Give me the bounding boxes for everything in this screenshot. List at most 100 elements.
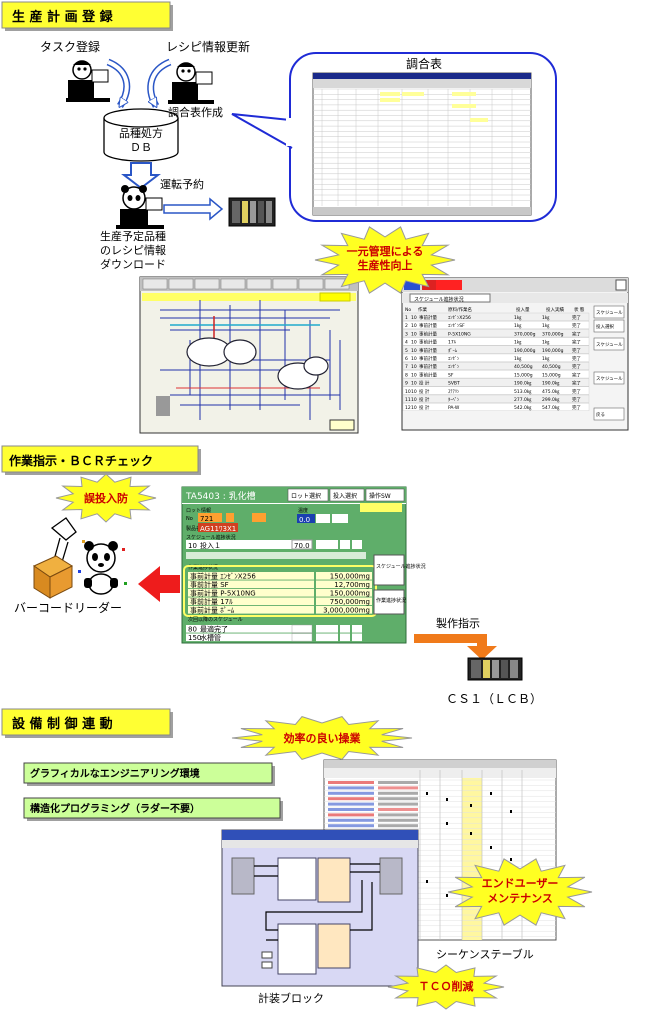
panel-tab[interactable]	[365, 488, 405, 502]
list-cell-no: 6	[405, 356, 408, 362]
section-title-work: 作業指示・ＢＣＲチェック	[9, 453, 153, 468]
panel-lot-info: ロット情報	[186, 507, 211, 514]
list-cell-name: SF	[448, 372, 454, 378]
formulation-table-title: 調合表	[406, 56, 442, 71]
mimic-tab-button[interactable]	[142, 278, 168, 290]
sequence-label-bar	[328, 824, 374, 828]
list-cell-step: 10	[411, 381, 417, 387]
next-row-no: 80	[188, 626, 197, 634]
arrow-db-to-operator	[121, 162, 161, 190]
list-column-header: 投入量	[516, 306, 530, 313]
arrow-panel-to-scanner	[138, 566, 180, 602]
list-cell-name: ﾀｰﾍﾟﾝ	[448, 396, 460, 403]
list-column-header: 作業	[418, 306, 427, 313]
db-label-1: 品種処方	[119, 126, 163, 140]
schedule-progress-button[interactable]	[373, 554, 405, 586]
list-column-header: 状 態	[574, 306, 585, 313]
list-cell-name: ｴﾝｾﾞﾝX256	[448, 314, 471, 321]
work-row-value-cell	[316, 589, 372, 597]
list-cell-step: 10	[411, 364, 417, 370]
list-cell-state: 完了	[572, 404, 581, 411]
cargo-box-icon	[32, 555, 74, 599]
list-cell-name: 17ﾙ	[448, 340, 457, 346]
list-side-button[interactable]	[593, 371, 625, 385]
list-cell-actual: 370,000g	[542, 331, 564, 337]
work-row-value-cell	[316, 572, 372, 580]
next-row-extra-cell	[352, 633, 362, 642]
work-row-value-cell	[316, 597, 372, 606]
list-column-header: 投入実績	[546, 306, 564, 313]
list-cell-state: 完了	[572, 339, 581, 346]
instrument-block-screenshot	[221, 829, 419, 987]
arrow-download-to-controller	[163, 197, 224, 221]
work-row-name: 事前計量 ﾎﾟｰﾑ	[190, 606, 235, 615]
mimic-tab-button[interactable]	[298, 278, 324, 290]
list-side-button[interactable]	[593, 319, 625, 333]
arrow-recipe-to-db	[151, 60, 171, 106]
list-side-button[interactable]	[593, 407, 625, 421]
schedule-progress-button-label: スケジュール進捗状況	[376, 563, 426, 570]
panel-work-status-label: 作業進捗状況	[188, 564, 218, 571]
panel-tab[interactable]	[287, 488, 329, 502]
list-cell-actual: 1㎏	[542, 356, 550, 363]
list-side-button-label: スケジュール	[596, 341, 623, 348]
graphical-env-text: グラフィカルなエンジニアリング環境	[30, 767, 200, 780]
list-column-header: No	[405, 307, 411, 313]
mimic-tab-button[interactable]	[220, 278, 246, 290]
mimic-tab-button[interactable]	[272, 278, 298, 290]
list-cell-no: 1	[405, 315, 408, 321]
mimic-tab-button[interactable]	[168, 278, 194, 290]
sequence-mark	[470, 832, 472, 835]
sequence-mark	[490, 792, 492, 795]
list-cell-plan: 1㎏	[514, 323, 522, 330]
list-cell-name: SVBT	[448, 381, 460, 387]
panel-tab[interactable]	[329, 488, 365, 502]
emulsifier-tank-panel: TA5403 : 乳化槽 ロット選択投入選択操作SW ロット情報 No 721 …	[181, 486, 426, 644]
next-row-extra-cell	[352, 625, 362, 633]
sequence-mark	[490, 846, 492, 849]
list-cell-name: PA-W	[448, 405, 460, 411]
list-cell-no: 7	[405, 364, 408, 370]
list-cell-plan: 1㎏	[514, 315, 522, 322]
starburst-misload-prevention: 誤投入防	[55, 473, 157, 523]
list-cell-state: 完了	[572, 322, 581, 329]
list-cell-plan: 542.0㎏	[514, 405, 532, 412]
list-cell-state: 完了	[572, 314, 581, 321]
mimic-tab-button[interactable]	[194, 278, 220, 290]
list-cell-actual: 40,500g	[542, 364, 561, 370]
sequence-label-bar	[328, 802, 374, 806]
list-cell-state: 完了	[572, 347, 581, 354]
list-side-button[interactable]	[593, 305, 625, 319]
sequence-mark	[426, 880, 428, 883]
panel-schedule-value: 70.0	[294, 542, 310, 550]
spreadsheet-highlight-cell	[380, 92, 400, 96]
sequence-label-bar	[378, 797, 418, 801]
list-cell-actual: 299.0㎏	[542, 397, 560, 404]
label-download-1: 生産予定品種	[100, 229, 166, 243]
list-cell-no: 10	[405, 389, 411, 395]
list-cell-name: ｴﾝｾﾞﾝ	[448, 355, 460, 362]
sequence-label-bar	[328, 818, 374, 822]
list-cell-actual: 547.0㎏	[542, 405, 560, 412]
panda-operator-icon	[116, 185, 164, 229]
list-cell-state: 完了	[572, 380, 581, 387]
panda-mascot-icon	[78, 540, 127, 595]
spreadsheet-screenshot	[312, 72, 532, 216]
work-progress-button[interactable]	[373, 589, 405, 615]
unified-text-2: 生産性向上	[358, 258, 413, 272]
list-cell-plan: 1㎏	[514, 356, 522, 363]
list-cell-actual: 1㎏	[542, 323, 550, 330]
work-progress-button-label: 作業進捗状況	[376, 597, 406, 604]
sequence-label-bar	[328, 813, 374, 817]
sequence-label-bar	[378, 818, 418, 822]
list-cell-state: 完了	[572, 330, 581, 337]
list-side-button[interactable]	[593, 337, 625, 351]
list-cell-step: 10	[411, 331, 417, 337]
controller-device-icon-1	[228, 197, 276, 227]
section-header-production: 生 産 計 画 登 録	[1, 1, 173, 31]
list-cell-no: 4	[405, 340, 408, 346]
list-cell-state: 完了	[572, 396, 581, 403]
mimic-tab-button[interactable]	[246, 278, 272, 290]
list-cell-state: 完了	[572, 363, 581, 370]
